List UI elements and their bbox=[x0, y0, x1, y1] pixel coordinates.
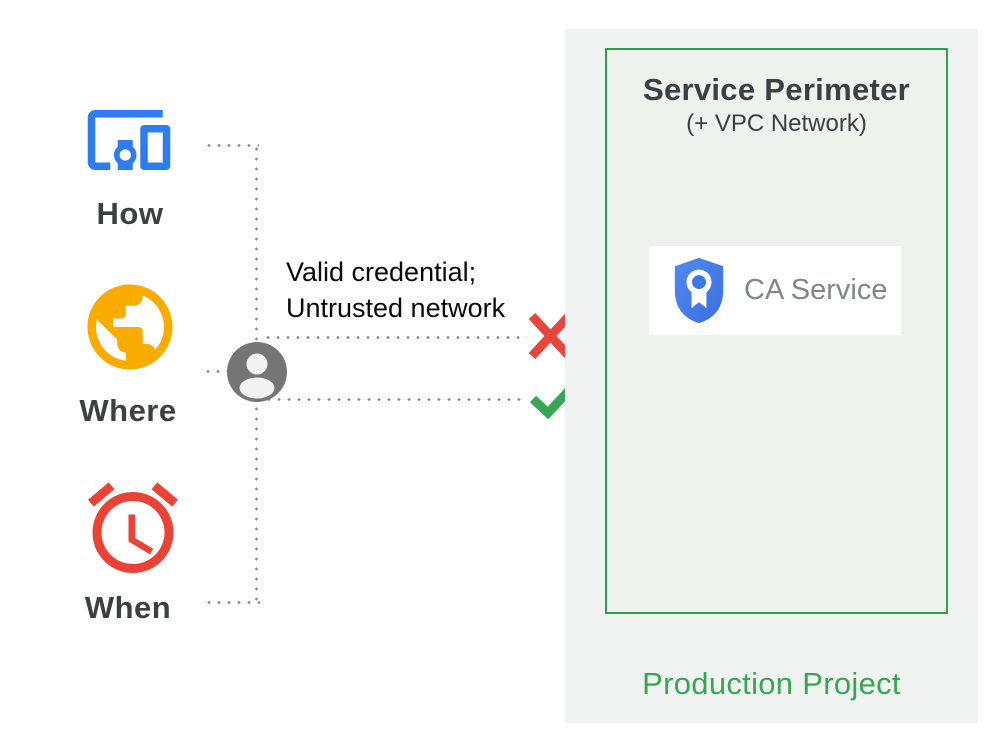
when-label: When bbox=[84, 590, 172, 625]
access-note: Valid credential; Untrusted network bbox=[286, 254, 505, 326]
production-project-label: Production Project bbox=[642, 666, 901, 701]
how-label: How bbox=[96, 196, 164, 231]
connector-allowed-line bbox=[264, 398, 527, 401]
production-project-panel: Service Perimeter (+ VPC Network) CA Se bbox=[565, 29, 978, 723]
ca-service-card: CA Service bbox=[649, 246, 901, 335]
globe-icon bbox=[87, 284, 173, 370]
x-mark-icon bbox=[528, 312, 573, 360]
ca-service-label: CA Service bbox=[744, 274, 888, 306]
user-account-icon bbox=[227, 342, 287, 402]
connector-how-line bbox=[204, 144, 259, 147]
note-line2: Untrusted network bbox=[286, 293, 506, 323]
certificate-shield-icon bbox=[674, 257, 724, 324]
alarm-clock-icon bbox=[88, 482, 178, 573]
connector-denied-line bbox=[263, 336, 527, 339]
vpc-network-subtitle: (+ VPC Network) bbox=[686, 110, 867, 137]
devices-icon bbox=[87, 110, 171, 170]
connector-when-line bbox=[204, 601, 260, 604]
connector-where-line bbox=[203, 370, 231, 373]
note-line1: Valid credential; bbox=[286, 257, 477, 287]
service-perimeter-box: Service Perimeter (+ VPC Network) CA Se bbox=[605, 48, 948, 614]
where-label: Where bbox=[79, 393, 177, 428]
service-perimeter-title: Service Perimeter bbox=[642, 72, 911, 107]
